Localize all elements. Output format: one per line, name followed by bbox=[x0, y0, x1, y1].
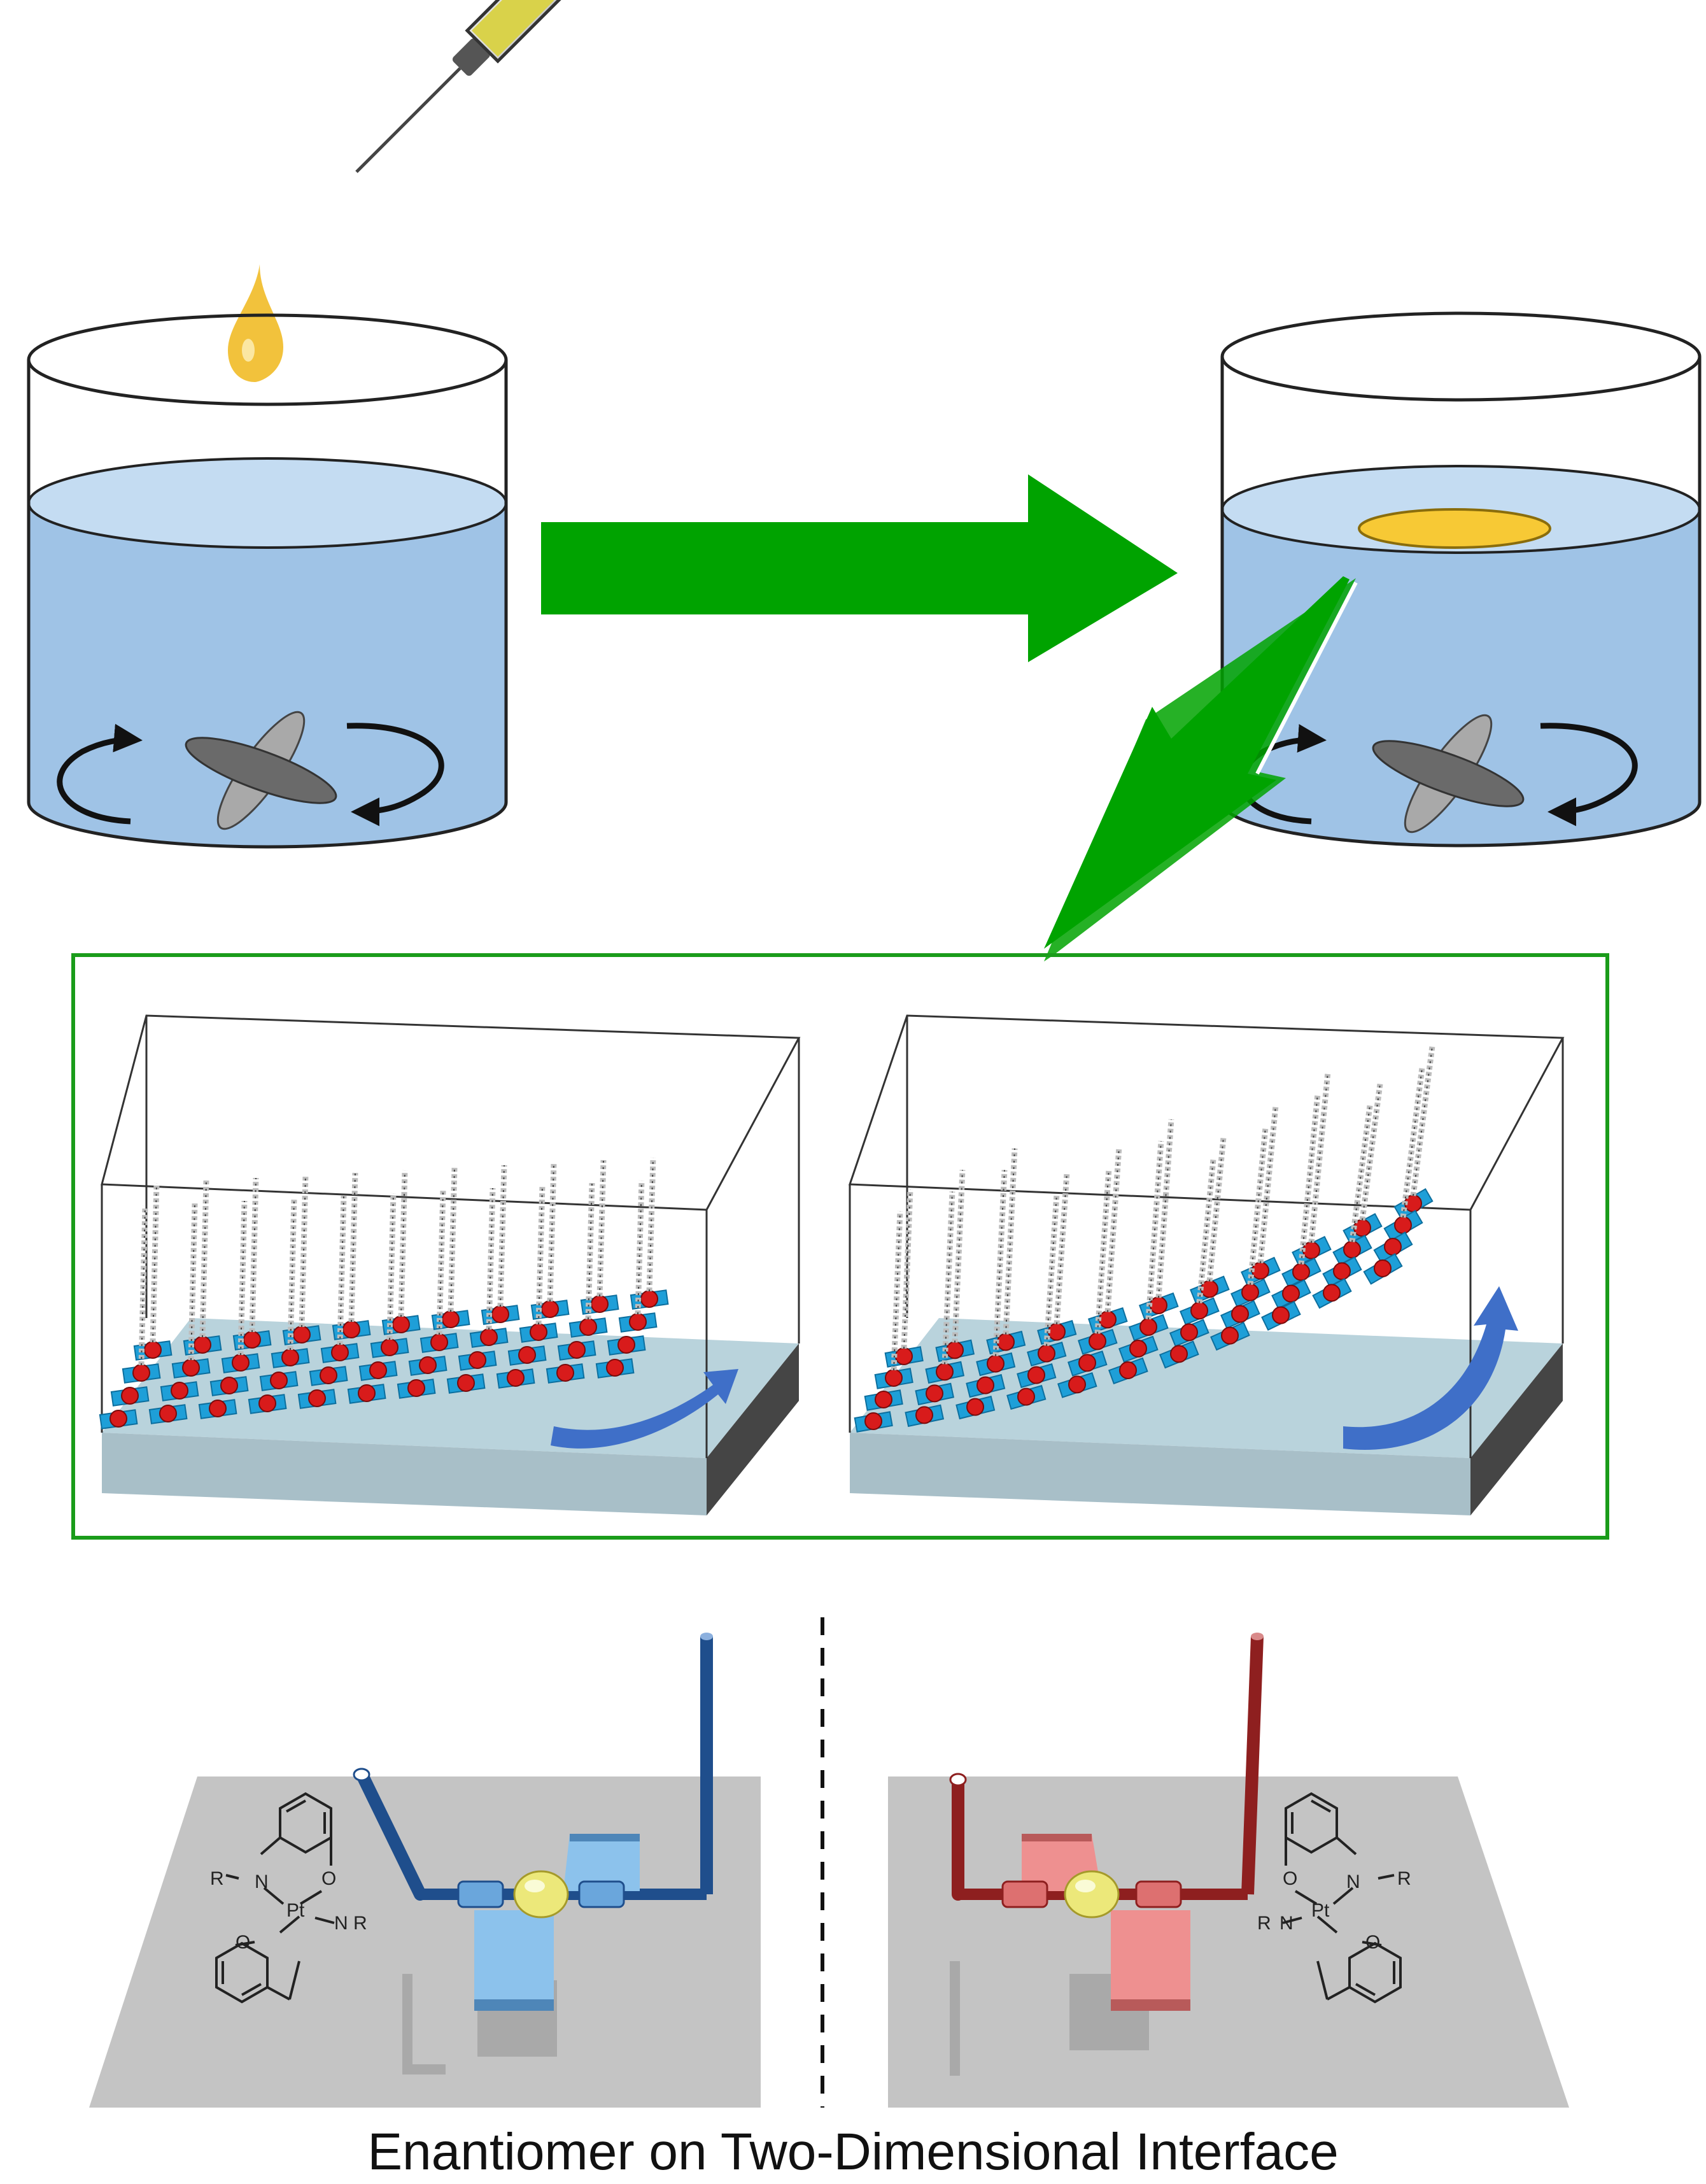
pt-center-left bbox=[513, 1870, 569, 1918]
chem-right-n-bottom: N bbox=[1280, 1913, 1294, 1934]
stir-bar-left bbox=[185, 711, 337, 830]
twist-arrow-left bbox=[551, 1369, 738, 1449]
chem-left-o-bottom: O bbox=[236, 1932, 250, 1953]
process-arrow bbox=[541, 474, 1178, 662]
stir-bar-right bbox=[1372, 714, 1525, 833]
molecule-array-left bbox=[99, 1157, 669, 1429]
film-icon bbox=[1358, 508, 1551, 549]
chem-left-r-bottom: R bbox=[353, 1913, 367, 1934]
zoom-arrow bbox=[1044, 576, 1358, 961]
rotation-arrow-left-a bbox=[57, 723, 143, 825]
twist-arrow-right bbox=[1343, 1286, 1518, 1450]
beaker-left bbox=[27, 313, 508, 849]
chem-right-o-top: O bbox=[1283, 1868, 1297, 1889]
chem-left-o-top: O bbox=[321, 1868, 336, 1889]
chem-right-o-bottom: O bbox=[1365, 1932, 1380, 1953]
chem-left-n-bottom: N bbox=[334, 1913, 348, 1934]
figure-caption: Enantiomer on Two-Dimensional Interface bbox=[367, 2123, 1339, 2181]
water-surface-left bbox=[27, 457, 507, 549]
rotation-arrow-left-b bbox=[346, 723, 444, 826]
beaker-right bbox=[1220, 311, 1702, 847]
chem-right-metal: Pt bbox=[1311, 1900, 1330, 1921]
chem-right-r-bottom: R bbox=[1257, 1913, 1271, 1934]
syringe-icon bbox=[355, 0, 635, 173]
enantiomer-left bbox=[89, 1633, 761, 2108]
pt-center-right bbox=[1064, 1870, 1120, 1918]
chem-structure-left: N R O Pt O N R bbox=[210, 1792, 367, 2004]
assembly-box-right bbox=[848, 1014, 1565, 1515]
droplet-icon bbox=[228, 264, 283, 382]
chem-right-r-top: R bbox=[1397, 1868, 1411, 1889]
chem-left-r-top: R bbox=[210, 1868, 224, 1889]
molecule-array-right bbox=[854, 1046, 1435, 1433]
chem-right-n-top: N bbox=[1346, 1871, 1360, 1892]
plane-right bbox=[888, 1776, 1569, 2108]
assembly-box-left bbox=[99, 1014, 801, 1515]
enantiomer-right bbox=[888, 1633, 1569, 2108]
syringe-liquid bbox=[472, 0, 554, 57]
chem-left-metal: Pt bbox=[286, 1900, 305, 1921]
chem-left-n-top: N bbox=[255, 1871, 269, 1892]
rotation-arrow-right-b bbox=[1540, 723, 1638, 826]
plane-left bbox=[89, 1776, 761, 2108]
chem-structure-right: N R O Pt O N R bbox=[1257, 1792, 1411, 2004]
assembly-frame bbox=[71, 953, 1609, 1540]
